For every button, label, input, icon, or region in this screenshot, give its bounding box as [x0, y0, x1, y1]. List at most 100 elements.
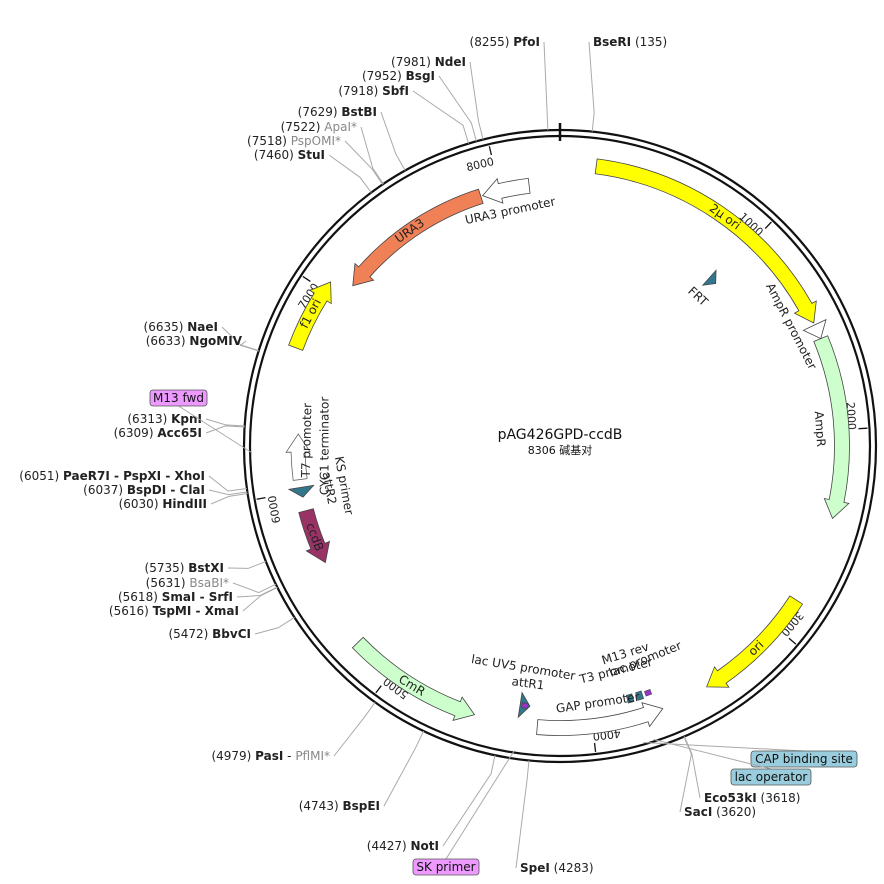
site-position: (5472) [168, 627, 212, 641]
site-name: BstBI [341, 105, 377, 119]
feature-text: attR2 [320, 471, 340, 506]
site-label-bspdi-clai: (6037) BspDI - ClaI [83, 483, 205, 497]
tick-mark [764, 221, 772, 229]
primer-box-label: lac operator [735, 770, 808, 784]
site-position: (7522) [281, 120, 325, 134]
site-name: NaeI [187, 320, 218, 334]
site-position: (3618) [757, 791, 801, 805]
feature-ccdb [298, 508, 330, 564]
site-name: PfoI [513, 35, 540, 49]
site-name: PasI [255, 749, 283, 763]
feature-ura3-promoter [482, 177, 531, 204]
site-position: (135) [631, 35, 667, 49]
site-label-sbfi: (7918) SbfI [338, 84, 409, 98]
primer-boxes: M13 fwd SK primer CAP binding site lac oper… [149, 389, 858, 876]
site-leader-line [442, 755, 496, 847]
site-label-eco53ki: Eco53kI (3618) [704, 791, 800, 805]
site-label-ngomiv: (6633) NgoMIV [146, 334, 243, 348]
site-position: (4283) [550, 861, 594, 875]
site-label-hindiii: (6030) HindIII [119, 497, 207, 511]
site-leader-lines [205, 41, 701, 869]
box-leader-line [178, 405, 253, 454]
site-leader-line [333, 702, 376, 757]
site-leader-line [344, 140, 384, 185]
site-name: KpnI [171, 412, 202, 426]
site-name: NgoMIV [189, 334, 242, 348]
site-name: PaeR7I - PspXI - XhoI [63, 469, 205, 483]
site-name: HindIII [162, 497, 207, 511]
primer-box-label: SK primer [416, 860, 475, 874]
site-separator: - [283, 749, 295, 763]
site-label-noti: (4427) NotI [367, 839, 439, 853]
site-name: StuI [298, 148, 325, 162]
site-leader-line [469, 61, 484, 140]
feature-block [644, 689, 653, 697]
feature-f1-ori [288, 281, 332, 351]
site-position: (7918) [338, 84, 382, 98]
tick-mark [302, 275, 311, 282]
feature-label: AmpR [812, 411, 828, 448]
site-leader-line [360, 126, 384, 185]
site-position: (6313) [127, 412, 171, 426]
site-position: (7460) [254, 148, 298, 162]
site-leader-line [588, 41, 595, 132]
site-label-pasi: (4979) PasI - PflMI* [211, 749, 330, 763]
site-leader-line [242, 586, 278, 612]
site-label-acc65i: (6309) Acc65I [114, 426, 202, 440]
site-leader-line [412, 90, 470, 144]
feature-block [635, 690, 645, 701]
site-name: SacI [684, 805, 712, 819]
feature-text: CYC1 terminator [317, 397, 331, 496]
box-leader-line [445, 750, 515, 860]
site-position: (4979) [211, 749, 255, 763]
site-name: ApaI [324, 120, 351, 134]
site-label-smai-srfi: (5618) SmaI - SrfI [118, 590, 233, 604]
site-name: PspOMI [291, 134, 335, 148]
site-position: (6633) [146, 334, 190, 348]
site-label-pfoi: (8255) PfoI [470, 35, 540, 49]
box-leader-line [643, 741, 805, 752]
site-star: * [335, 134, 341, 148]
primer-box [412, 858, 480, 876]
site-name: BbvCI [212, 627, 251, 641]
site-leader-line [679, 736, 692, 813]
tick-mark [788, 637, 797, 645]
feature-cyc1-terminator [285, 433, 311, 481]
site-position: (7952) [362, 69, 406, 83]
site-name: Eco53kI [704, 791, 757, 805]
feature-block [625, 693, 635, 704]
site-position: (5735) [145, 561, 189, 575]
tick-mark [256, 497, 266, 500]
feature-text: T7 promoter [299, 403, 315, 479]
site-label-paer7i-pspxi-xhoi: (6051) PaeR7I - PspXI - XhoI [19, 469, 205, 483]
site-label-bspei: (4743) BspEI [299, 799, 380, 813]
site-leader-line [227, 561, 267, 569]
site-name: SpeI [520, 861, 550, 875]
site-position: (3620) [712, 805, 756, 819]
site-label-spei: SpeI (4283) [520, 861, 594, 875]
site-leader-line [210, 493, 248, 505]
site-label-bbvci: (5472) BbvCI [168, 627, 251, 641]
feature-ampr [813, 335, 850, 520]
feature-ori [706, 595, 804, 688]
site-label-bstxi: (5735) BstXI [145, 561, 224, 575]
primer-box-label: CAP binding site [755, 752, 853, 766]
site-label-tspmi-xmai: (5616) TspMI - XmaI [109, 604, 239, 618]
restriction-site-labels: BseRI (135)(8255) PfoI(7981) NdeI(7952) … [19, 35, 800, 875]
tick-mark [858, 427, 868, 430]
tick-mark [593, 742, 597, 753]
site-name: BseRI [593, 35, 631, 49]
site-leader-line [328, 154, 372, 193]
site-label-stui: (7460) StuI [254, 148, 325, 162]
site-label-pspomi: (7518) PspOMI* [247, 134, 341, 148]
site-position: (6030) [119, 497, 163, 511]
site-position: (7981) [391, 55, 435, 69]
site-position: (6635) [144, 320, 188, 334]
map-title: pAG426GPD-ccdB [498, 427, 623, 443]
site-extra-name: PflMI [295, 749, 324, 763]
site-leader-line [438, 75, 477, 142]
site-position: (5631) [146, 576, 190, 590]
primer-box-label: M13 fwd [153, 391, 204, 405]
site-leader-line [515, 760, 530, 869]
